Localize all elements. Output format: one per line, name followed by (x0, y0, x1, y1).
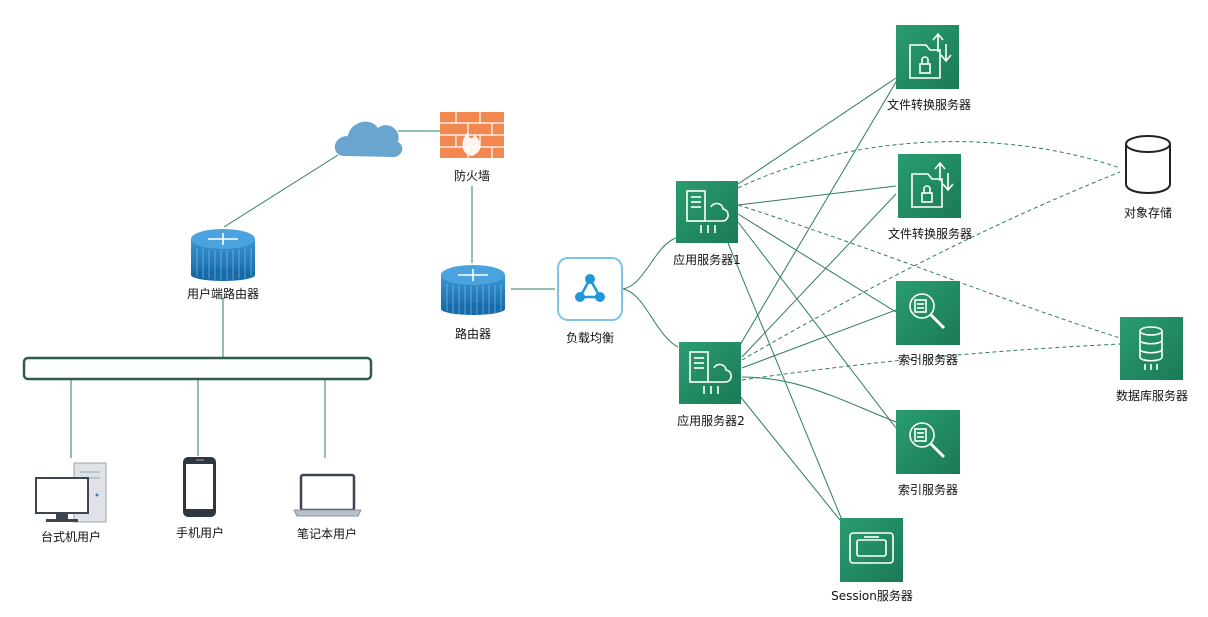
link-lb-app2 (622, 288, 679, 348)
load-balancer-label: 负载均衡 (566, 331, 614, 345)
link-router-cloud (223, 154, 339, 228)
link-app1-file2 (737, 185, 897, 206)
cloud-icon (334, 121, 403, 158)
smartphone-icon (183, 457, 216, 517)
phone-user-label: 手机用户 (176, 525, 224, 540)
connections (70, 77, 1121, 521)
index-server-2-label: 索引服务器 (898, 482, 958, 497)
link-app2-db (741, 343, 1121, 381)
load-balancer-icon (557, 257, 623, 321)
file-transfer-icon (898, 154, 961, 218)
link-app1-db (737, 204, 1121, 339)
db-server-label: 数据库服务器 (1116, 388, 1188, 403)
object-storage-label: 对象存储 (1124, 205, 1172, 220)
session-icon (840, 518, 903, 582)
link-app2-storage (741, 171, 1121, 361)
network-hub (22, 356, 373, 381)
link-app2-index2 (741, 376, 897, 423)
desktop-computer-icon (35, 462, 107, 523)
app-server-2-label: 应用服务器2 (677, 413, 745, 428)
user-router-label: 用户端路由器 (187, 286, 259, 301)
app-server-1-label: 应用服务器1 (673, 252, 741, 267)
laptop-icon (293, 473, 362, 517)
link-app1-file1 (737, 77, 897, 185)
database-icon (1120, 317, 1183, 380)
link-lb-app1 (622, 237, 677, 290)
laptop-user-label: 笔记本用户 (297, 526, 357, 541)
cylinder-icon (1125, 135, 1171, 194)
session-server-label: Session服务器 (831, 588, 913, 603)
search-icon (896, 410, 960, 474)
link-app2-file2 (741, 193, 897, 358)
link-app1-index2 (737, 221, 897, 429)
link-app2-index1 (741, 309, 897, 369)
firewall-icon (440, 112, 504, 158)
router-label: 路由器 (455, 326, 491, 341)
link-app2-file1 (739, 81, 897, 346)
file-server-1-label: 文件转换服务器 (887, 97, 971, 112)
server-cloud-icon (676, 181, 738, 243)
file-transfer-icon (896, 25, 959, 89)
link-app1-index1 (737, 213, 897, 313)
link-app1-storage (737, 141, 1121, 189)
router-icon (191, 229, 255, 281)
router-icon (441, 265, 505, 315)
desktop-user-label: 台式机用户 (41, 529, 101, 544)
file-server-2-label: 文件转换服务器 (888, 226, 972, 241)
server-cloud-icon (679, 342, 741, 404)
link-app2-session (734, 389, 841, 521)
search-icon (896, 281, 960, 345)
index-server-1-label: 索引服务器 (898, 352, 958, 367)
firewall-label: 防火墙 (454, 168, 490, 183)
